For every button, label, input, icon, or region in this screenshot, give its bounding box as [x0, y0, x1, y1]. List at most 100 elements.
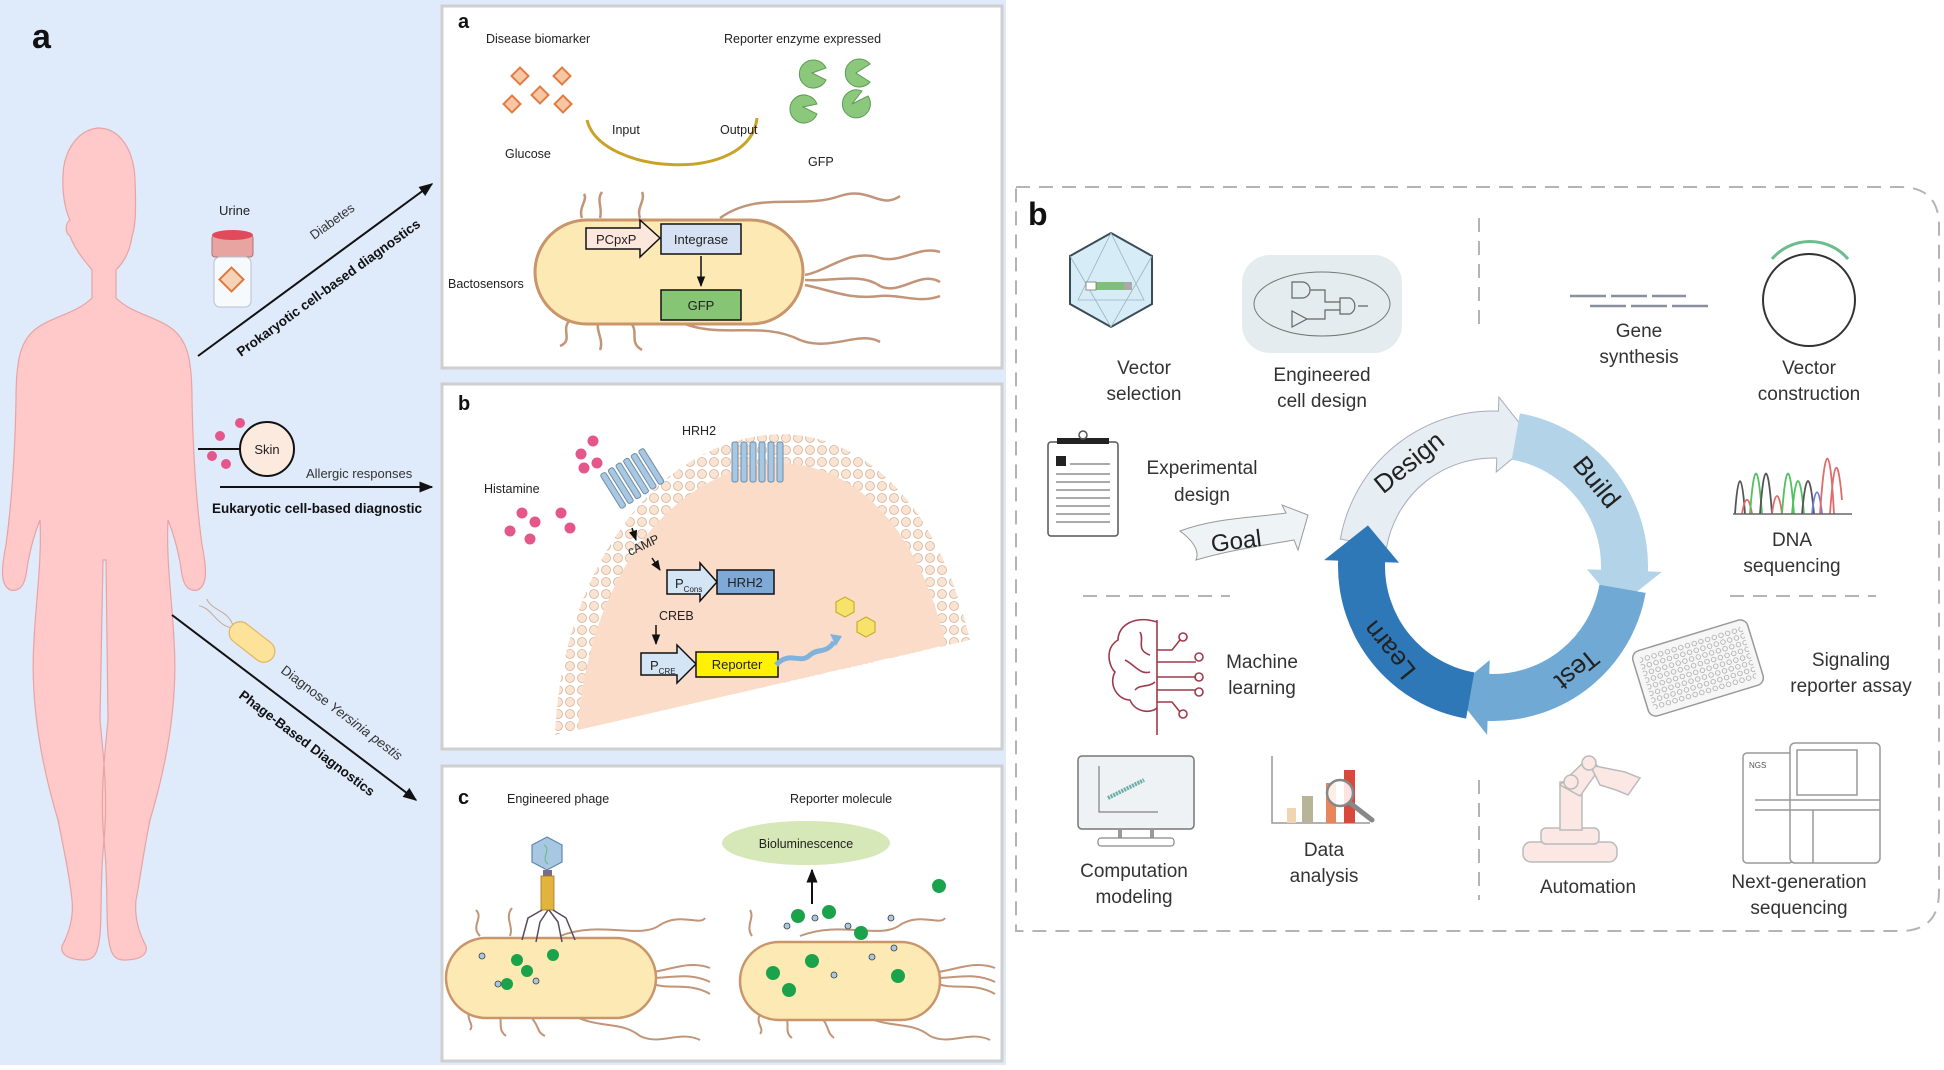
reporter-molecules-icon	[501, 879, 946, 997]
subpanel-a-letter: a	[458, 11, 470, 33]
cycle-arrow-learn	[1324, 525, 1475, 719]
promoter-pcpxp-label: PCpxP	[596, 232, 636, 247]
goal-label: Goal	[1209, 525, 1263, 558]
design-item-vector-selection: Vector selection	[1069, 231, 1182, 405]
ngs-label-1: Next-generation	[1731, 872, 1866, 893]
computation-label-1: Computation	[1080, 861, 1188, 882]
signaling-assay-label-1: Signaling	[1812, 650, 1890, 671]
plasmid-icon	[1762, 253, 1856, 347]
specimen-urine-label: Urine	[219, 203, 250, 218]
machine-learning-label-1: Machine	[1226, 652, 1298, 673]
pathway-condition-allergic: Allergic responses	[306, 466, 413, 481]
bacterium-right-cell	[738, 940, 942, 1022]
cycle-arrow-design	[1339, 395, 1535, 548]
monitor-icon	[1077, 755, 1195, 847]
promoter-pcpxp-arrow	[585, 218, 662, 259]
ngs-label-2: sequencing	[1750, 898, 1847, 919]
design-item-experimental: Experimental design	[1047, 430, 1258, 537]
bioluminescence-ellipse	[722, 821, 890, 865]
promoter-cons-main: P	[675, 576, 684, 591]
reporter-molecule-label: Reporter molecule	[790, 792, 892, 806]
urine-container-icon	[211, 230, 254, 308]
promoter-cre-label: PCRE	[650, 658, 676, 676]
build-item-vector-construction: Vector construction	[1758, 240, 1860, 405]
gfp-label: GFP	[808, 155, 834, 169]
dna-sequencing-label-2: sequencing	[1743, 556, 1840, 577]
engineered-cell-label-2: cell design	[1277, 391, 1367, 412]
computation-label-2: modeling	[1095, 887, 1172, 908]
automation-label: Automation	[1540, 877, 1636, 898]
vector-selection-label-1: Vector	[1117, 358, 1172, 379]
reporter-protein-icon	[835, 596, 876, 638]
experimental-design-label-1: Experimental	[1147, 458, 1258, 479]
chromatogram-icon	[1733, 457, 1852, 515]
gfp-gene-box	[660, 289, 742, 321]
bactosensor-bacterium-icon	[559, 191, 941, 352]
subpanel-c: c Engineered phage Reporter molecule Bio…	[440, 764, 1004, 1063]
engineered-phage-icon	[521, 836, 576, 943]
learn-item-data-analysis: Data analysis	[1271, 756, 1375, 887]
pathway-arrow-phage	[171, 614, 418, 801]
cycle-arrow-build	[1511, 413, 1662, 607]
figure-a: a Urine Diabetes Prokaryotic cell-based …	[0, 0, 1006, 1065]
pathway-arrow-prokaryotic	[197, 183, 434, 357]
reporter-expressed-label: Reporter enzyme expressed	[724, 32, 881, 46]
figure-b-frame	[1015, 186, 1940, 932]
promoter-cons-label: PCons	[675, 576, 702, 594]
skin-histamine-dots-icon	[207, 418, 245, 469]
mrna-squiggle-icon	[774, 640, 837, 667]
brain-circuit-icon	[1108, 618, 1204, 735]
integrase-label: Integrase	[674, 232, 728, 247]
test-item-signaling-assay: Signaling reporter assay	[1631, 619, 1912, 717]
skin-circle-icon	[239, 421, 295, 477]
promoter-cre-arrow	[640, 643, 698, 685]
gene-synthesis-label-2: synthesis	[1599, 347, 1678, 368]
glucose-label: Glucose	[505, 147, 551, 161]
bioluminescence-label: Bioluminescence	[759, 837, 854, 851]
output-label: Output	[720, 123, 758, 137]
learn-item-machine-learning: Machine learning	[1108, 618, 1298, 735]
glucose-molecules-icon	[502, 66, 573, 114]
disease-biomarker-label: Disease biomarker	[486, 32, 590, 46]
attached-phages-icon	[478, 914, 898, 988]
hrh2-receptor-icon	[600, 441, 784, 509]
figure-b-letter: b	[1028, 196, 1048, 232]
sequencer-icon	[1742, 742, 1881, 864]
subpanel-b: b HRH2 Histamine cAMP PCons HRH2	[440, 382, 1004, 751]
bacterium-left-cell	[444, 936, 658, 1020]
figure-a-letter: a	[32, 18, 52, 56]
histamine-molecules-icon	[504, 435, 603, 545]
build-item-dna-sequencing: DNA sequencing	[1733, 457, 1852, 577]
bactosensors-label: Bactosensors	[448, 277, 524, 291]
signaling-assay-label-2: reporter assay	[1790, 676, 1912, 697]
gene-synthesis-label-1: Gene	[1616, 321, 1662, 342]
data-analysis-label-1: Data	[1304, 840, 1345, 861]
specimen-skin-label: Skin	[254, 442, 279, 457]
gfp-enzymes-icon	[789, 58, 871, 124]
promoter-cons-arrow	[666, 561, 719, 603]
hrh2-gene-label: HRH2	[727, 575, 762, 590]
vector-selection-label-2: selection	[1107, 384, 1182, 405]
mrna-arrowhead	[830, 634, 842, 646]
well-plate-icon	[1631, 619, 1765, 717]
hrh2-gene-box	[716, 569, 775, 595]
vector-construction-label-1: Vector	[1782, 358, 1837, 379]
receptor-to-camp-arrow	[629, 527, 637, 541]
machine-learning-label-2: learning	[1228, 678, 1296, 699]
dna-sequencing-label-1: DNA	[1772, 530, 1812, 551]
subpanel-c-letter: c	[458, 787, 469, 809]
hrh2-receptor-label: HRH2	[682, 424, 716, 438]
human-silhouette-icon	[1, 127, 207, 961]
promoter-cre-sub: CRE	[659, 667, 676, 676]
pathway-method-eukaryotic: Eukaryotic cell-based diagnostic	[212, 501, 423, 516]
experimental-design-label-2: design	[1174, 485, 1230, 506]
reporter-gene-box	[695, 651, 779, 678]
data-analysis-label-2: analysis	[1290, 866, 1359, 887]
gfp-gene-label: GFP	[688, 298, 715, 313]
ngs-badge: NGS	[1749, 761, 1766, 770]
test-item-automation: Automation	[1522, 755, 1642, 898]
vector-construction-label-2: construction	[1758, 384, 1860, 405]
promoter-cons-sub: Cons	[684, 585, 703, 594]
